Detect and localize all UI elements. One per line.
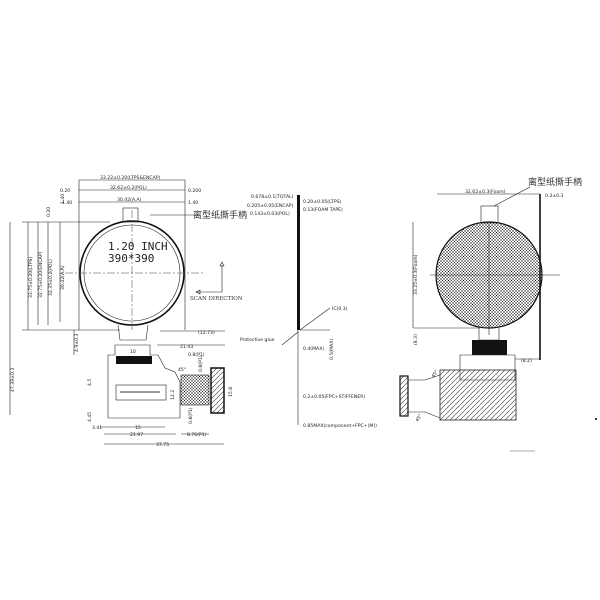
back-fpc-hatched — [439, 369, 517, 421]
dim-pin-bottom: 0.8(P1) — [188, 407, 194, 424]
side-view: 0.678±0.1(TOTAL) 0.205±0.05(ENCAP) 0.143… — [240, 194, 377, 429]
dim-15: 15 — [135, 425, 141, 431]
side-ltps: 0.20±0.05(LTPS) — [303, 199, 342, 205]
dim-conn-height: 12.2 — [170, 390, 176, 400]
back-foam-width: 32.62±0.3(Foam) — [465, 189, 506, 195]
back-tab-label: 离型纸撕手柄 — [528, 176, 582, 188]
dim-pin-top: 0.8(P1) — [188, 352, 205, 358]
back-connector — [399, 375, 409, 417]
dim-angle: 45° — [178, 367, 186, 373]
side-max05: 0.5(MAX) — [329, 339, 335, 360]
back-fpc-tail — [407, 374, 441, 419]
dim-8-76: 8.76(P1) — [187, 432, 207, 438]
side-ic: IC(0.3) — [332, 306, 348, 312]
side-foam: 0.13(FOAM TAPE) — [303, 207, 343, 213]
dim-pin-side: 0.8(P1) — [198, 355, 204, 372]
dim-37-75: 37.75 — [156, 442, 169, 448]
back-offset: 0.3±0.3 — [545, 193, 564, 199]
side-encap: 0.205±0.05(ENCAP) — [247, 203, 293, 209]
dim-margin-left: 1.40 — [62, 200, 72, 206]
back-dim-8-2: (8.2) — [521, 358, 532, 364]
scan-direction: SCAN DIRECTION — [190, 296, 243, 302]
dim-conn-total: 15.8 — [228, 387, 234, 397]
size-label: 1.20 INCH — [108, 240, 168, 253]
resolution: 390*390 — [108, 252, 154, 265]
dim-width-ltps: 33.22±0.20(LTPS&ENCAP) — [100, 175, 160, 181]
dim-3-41: 3.41 — [92, 425, 102, 431]
pull-tab — [122, 207, 139, 223]
dim-vmargin-top: 1.40 — [60, 194, 66, 204]
side-pol: 0.143±0.03(POL) — [250, 211, 290, 217]
dim-height-ltps: 33.75±0.20(LTPS) — [28, 257, 34, 298]
dim-21-97: 21.97 — [130, 432, 143, 438]
back-dim-8-3: (8.3) — [413, 334, 419, 345]
dim-height-pol: 32.35±0.2(POL) — [48, 259, 54, 296]
dim-gap-right: 0.200 — [188, 188, 201, 194]
watermark-marks — [510, 418, 597, 452]
side-glue: Protective glue — [240, 337, 275, 343]
dim-width-pol: 32.62±0.2(POL) — [110, 185, 147, 191]
dim-margin-right: 1.40 — [188, 200, 198, 206]
side-total: 0.678±0.1(TOTAL) — [251, 194, 294, 200]
vertical-dims: 33.75±0.20(LTPS) 32.75±0.20(ENCAP) 32.35… — [9, 194, 120, 415]
dim-vgap-top: 0.20 — [46, 207, 52, 217]
side-component: 0.85MAX(component+FPC+(M)) — [303, 423, 377, 429]
side-fpc-stiffener: 0.2±0.05(FPC+STIFFENER) — [303, 394, 365, 400]
back-angle-bottom: 45° — [415, 413, 424, 423]
ic-chip — [116, 356, 152, 364]
back-view: 离型纸撕手柄 32.62±0.3(Foam) 0.3±0.3 33.25±0.3… — [399, 176, 582, 423]
dim-4-5: 4.5 — [87, 379, 93, 386]
dim-width-aa: 30.42(A.A) — [117, 197, 142, 203]
dim-offset-right: (12.73) — [198, 330, 215, 336]
dim-fpc-offset: 21.43 — [180, 344, 193, 350]
label-area — [115, 384, 167, 401]
back-foam-height: 33.25±0.3(Foam) — [413, 254, 419, 295]
neck — [117, 324, 149, 341]
dim-neck-width: 10 — [130, 349, 136, 355]
dim-gap-left: 0.20 — [60, 188, 70, 194]
side-max04: 0.4(MAX) — [303, 346, 324, 352]
front-view: 33.22±0.20(LTPS&ENCAP) 0.20 32.62±0.2(PO… — [9, 175, 247, 448]
connector — [210, 367, 225, 414]
dim-height-encap: 32.75±0.20(ENCAP) — [38, 252, 44, 298]
dim-total-height: 47.39±0.3 — [10, 368, 16, 392]
tab-label: 离型纸撕手柄 — [193, 209, 247, 221]
back-ic — [472, 340, 507, 355]
dim-neck-height: 4.9±0.3 — [74, 333, 80, 352]
panel-stack — [297, 195, 300, 330]
dim-4-45: 4.45 — [87, 412, 93, 422]
back-pull-tab — [480, 205, 499, 224]
connector-pins — [180, 374, 210, 406]
dim-height-aa: 30.42(A.A) — [60, 265, 66, 290]
back-angle-top: 45° — [431, 369, 440, 379]
fpc-body — [107, 344, 181, 419]
